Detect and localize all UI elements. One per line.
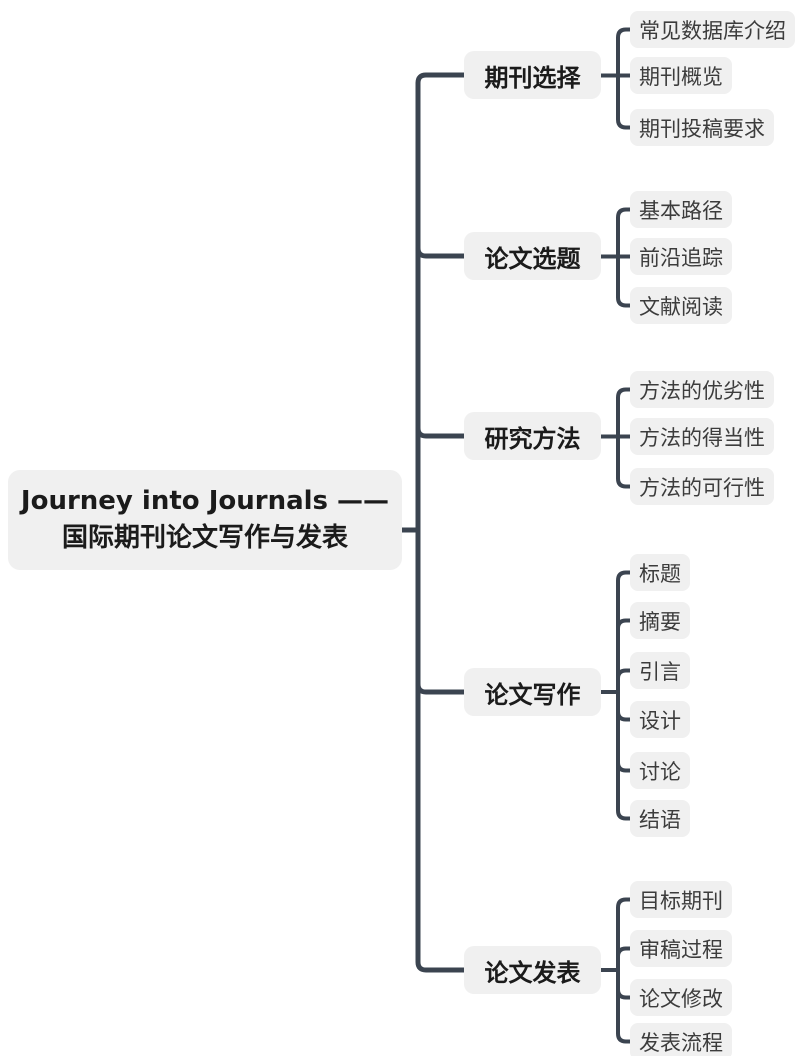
subtopic[interactable]: 基本路径 bbox=[630, 191, 732, 228]
subtopic[interactable]: 结语 bbox=[630, 800, 690, 837]
connector-child bbox=[616, 987, 634, 1000]
subtopic[interactable]: 标题 bbox=[630, 554, 690, 591]
subtopic[interactable]: 发表流程 bbox=[630, 1023, 732, 1056]
root-topic[interactable]: Journey into Journals —— 国际期刊论文写作与发表 bbox=[8, 470, 402, 570]
root-topic-line1: Journey into Journals —— bbox=[20, 486, 390, 516]
connector-child bbox=[616, 760, 634, 773]
root-topic-line2: 国际期刊论文写作与发表 bbox=[61, 523, 348, 553]
branch-topic-journal-selection[interactable]: 期刊选择 bbox=[464, 51, 601, 99]
subtopic[interactable]: 讨论 bbox=[630, 752, 690, 789]
connector-child bbox=[616, 668, 634, 681]
branch-topic-research-methods[interactable]: 研究方法 bbox=[464, 412, 601, 460]
connector-child-trunk bbox=[616, 570, 634, 821]
subtopic[interactable]: 前沿追踪 bbox=[630, 238, 732, 275]
subtopic[interactable]: 方法的可行性 bbox=[630, 468, 774, 505]
connector-child-trunk bbox=[616, 207, 634, 308]
connector-branch bbox=[415, 245, 467, 259]
subtopic[interactable]: 审稿过程 bbox=[630, 930, 732, 967]
connector-child-trunk bbox=[616, 27, 634, 130]
subtopic[interactable]: 论文修改 bbox=[630, 979, 732, 1016]
subtopic[interactable]: 方法的得当性 bbox=[630, 418, 774, 455]
branch-topic-topic-selection[interactable]: 论文选题 bbox=[464, 232, 601, 280]
subtopic[interactable]: 方法的优劣性 bbox=[630, 371, 774, 408]
connector-child bbox=[616, 618, 634, 631]
subtopic[interactable]: 文献阅读 bbox=[630, 287, 732, 324]
subtopic[interactable]: 常见数据库介绍 bbox=[630, 11, 795, 48]
connector-branch bbox=[415, 425, 467, 439]
subtopic[interactable]: 摘要 bbox=[630, 602, 690, 639]
branch-topic-paper-writing[interactable]: 论文写作 bbox=[464, 668, 601, 716]
branch-topic-paper-publishing[interactable]: 论文发表 bbox=[464, 946, 601, 994]
connector-child-trunk bbox=[616, 387, 634, 489]
subtopic[interactable]: 引言 bbox=[630, 652, 690, 689]
connector-branch bbox=[415, 681, 467, 695]
connector-child bbox=[616, 709, 634, 722]
subtopic[interactable]: 设计 bbox=[630, 701, 690, 738]
connector-child bbox=[616, 946, 634, 959]
subtopic[interactable]: 期刊概览 bbox=[630, 57, 732, 94]
connector-trunk bbox=[415, 72, 467, 973]
subtopic[interactable]: 期刊投稿要求 bbox=[630, 109, 774, 146]
connector-child-trunk bbox=[616, 897, 634, 1044]
subtopic[interactable]: 目标期刊 bbox=[630, 881, 732, 918]
